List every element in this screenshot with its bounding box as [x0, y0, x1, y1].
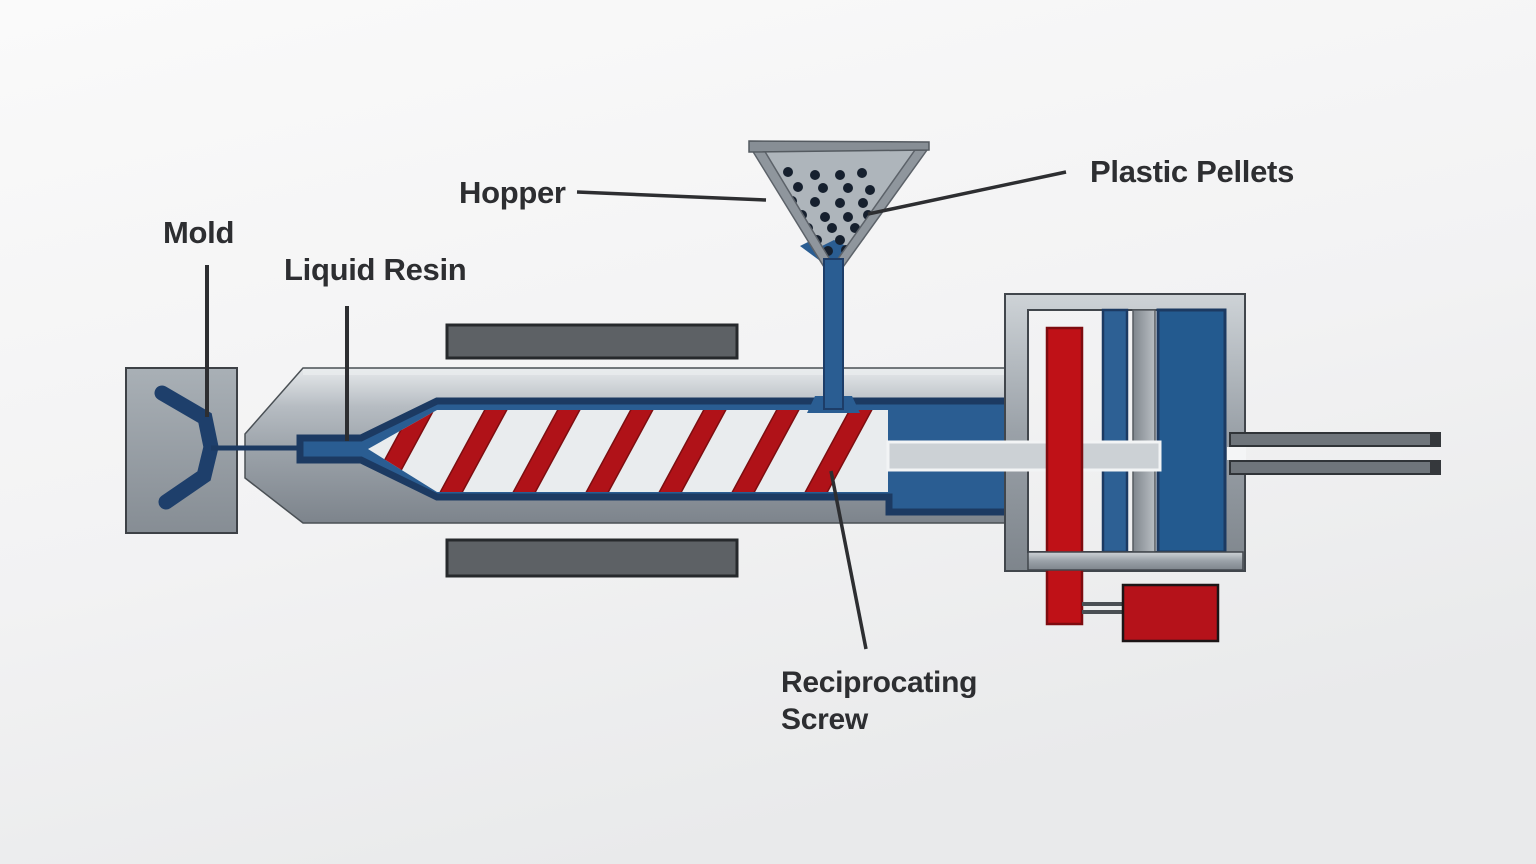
tie-rod-cap-bottom: [1430, 460, 1441, 475]
liquid-resin-label: Liquid Resin: [284, 252, 466, 287]
heater-band-bottom: [445, 538, 739, 578]
screw-flight: [507, 410, 585, 492]
hopper-funnel: [748, 140, 930, 268]
screw-flight: [580, 410, 658, 492]
tie-rod-top: [1229, 432, 1441, 447]
reciprocating-screw-label-line2: Screw: [781, 703, 869, 736]
hopper-label: Hopper: [459, 175, 566, 210]
barrel-casing-highlight: [303, 369, 1023, 375]
mold-label: Mold: [163, 215, 234, 250]
hydraulic-blue-bar: [1101, 308, 1129, 554]
heater-band-top: [445, 323, 739, 360]
motor-link-bottom: [1082, 610, 1125, 614]
reciprocating-screw-label-line1: Reciprocating: [781, 666, 977, 699]
hydraulic-piston: [1156, 308, 1227, 554]
motor-link-top: [1082, 602, 1125, 606]
tie-rod-bottom: [1229, 460, 1441, 475]
motor-box: [1121, 583, 1220, 643]
hopper-rim: [748, 140, 930, 153]
reciprocating-screw-leader-line: [829, 470, 868, 650]
screw-flight: [799, 410, 877, 492]
hydraulic-red-bar: [1045, 326, 1084, 626]
screw-flight: [434, 410, 512, 492]
hydraulic-divider: [1132, 309, 1156, 553]
piston-shaft: [886, 440, 1162, 472]
hopper-stem: [823, 258, 844, 410]
tie-rod-cap-top: [1430, 432, 1441, 447]
plastic-pellets-leader-line: [867, 170, 1067, 216]
screw-flight: [653, 410, 731, 492]
hopper-leader-line: [576, 190, 767, 202]
screw-flight: [726, 410, 804, 492]
rod-gap: [1227, 447, 1246, 460]
hydraulic-frame-bottom-bar: [1027, 551, 1244, 571]
plastic-pellets-label: Plastic Pellets: [1090, 154, 1294, 189]
